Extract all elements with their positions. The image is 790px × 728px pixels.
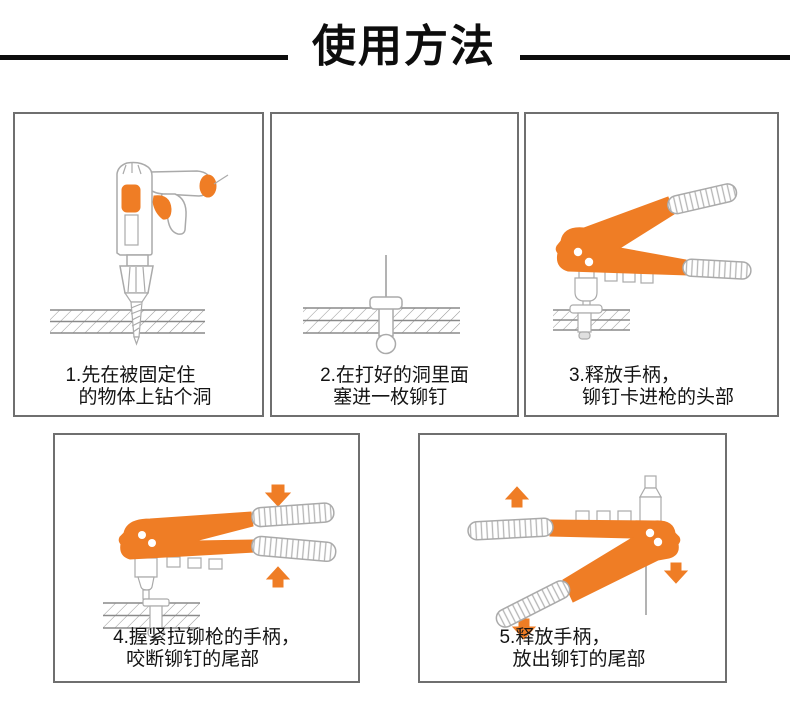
- step-caption: 2.在打好的洞里面 塞进一枚铆钉: [272, 365, 517, 409]
- step-box-3: 3.释放手柄， 铆钉卡进枪的头部: [524, 112, 779, 417]
- step-box-5: 5.释放手柄， 放出铆钉的尾部: [418, 433, 727, 683]
- caption-line-2: 塞进一枚铆钉: [333, 387, 448, 408]
- arrow-up-icon: [265, 566, 291, 588]
- spare-nozzle-tabs: [575, 510, 632, 522]
- arrow-down-icon: [663, 562, 689, 584]
- caption-line-1: 2.在打好的洞里面: [320, 365, 469, 386]
- upper-grip: [251, 502, 335, 528]
- rivet-gun-squeeze-illustration: [103, 484, 337, 638]
- upper-grip: [667, 183, 738, 215]
- caption-line-2: 的物体上钻个洞: [78, 387, 212, 408]
- rivet-gun-open-illustration: [553, 183, 752, 340]
- nozzle-icon: [134, 557, 158, 600]
- caption-line-2: 铆钉卡进枪的头部: [581, 387, 734, 408]
- step-caption: 3.释放手柄， 铆钉卡进枪的头部: [526, 365, 777, 409]
- rivet-gun-open-icon: [555, 183, 752, 280]
- arrow-down-icon: [511, 618, 537, 640]
- spare-nozzle-tabs: [166, 556, 223, 570]
- nozzle-icon: [638, 475, 663, 524]
- rivet-icon: [569, 304, 603, 340]
- caption-line-2: 咬断铆钉的尾部: [126, 649, 260, 670]
- arrow-down-icon: [264, 484, 292, 507]
- arrow-up-icon: [504, 486, 530, 508]
- rivet-gun-release-illustration: [467, 475, 689, 640]
- title-rule-left: [0, 54, 288, 60]
- workpiece-panel: [50, 309, 205, 334]
- step-box-4: 4.握紧拉铆枪的手柄， 咬断铆钉的尾部: [53, 433, 360, 683]
- lower-grip: [682, 258, 752, 280]
- caption-line-2: 放出铆钉的尾部: [512, 649, 646, 670]
- step-box-2: 2.在打好的洞里面 塞进一枚铆钉: [270, 112, 519, 417]
- title-rule-right: [520, 54, 790, 60]
- page-title: 使用方法: [312, 22, 496, 71]
- rivet-icon: [369, 296, 403, 355]
- electric-drill-icon: [116, 161, 229, 346]
- rivet-gun-closed-icon: [118, 502, 337, 563]
- caption-line-1: 4.握紧拉铆枪的手柄，: [113, 627, 300, 648]
- caption-line-1: 1.先在被固定住: [65, 365, 196, 386]
- caption-line-1: 5.释放手柄，: [499, 627, 611, 648]
- lower-grip: [495, 580, 571, 628]
- rivet-in-hole-illustration: [303, 255, 460, 355]
- upper-grip: [467, 517, 554, 541]
- drill-bit: [130, 301, 143, 346]
- step-caption: 5.释放手柄， 放出铆钉的尾部: [420, 627, 725, 671]
- rivet-icon: [142, 598, 170, 638]
- caption-line-1: 3.释放手柄，: [568, 365, 680, 386]
- rivet-gun-open-icon: [467, 517, 681, 628]
- step-caption: 4.握紧拉铆枪的手柄， 咬断铆钉的尾部: [55, 627, 358, 671]
- drill-illustration: [50, 161, 229, 346]
- step-box-1: 1.先在被固定住 的物体上钻个洞: [13, 112, 264, 417]
- step-caption: 1.先在被固定住 的物体上钻个洞: [15, 365, 262, 409]
- page-header: 使用方法: [0, 17, 790, 77]
- lower-grip: [251, 535, 337, 563]
